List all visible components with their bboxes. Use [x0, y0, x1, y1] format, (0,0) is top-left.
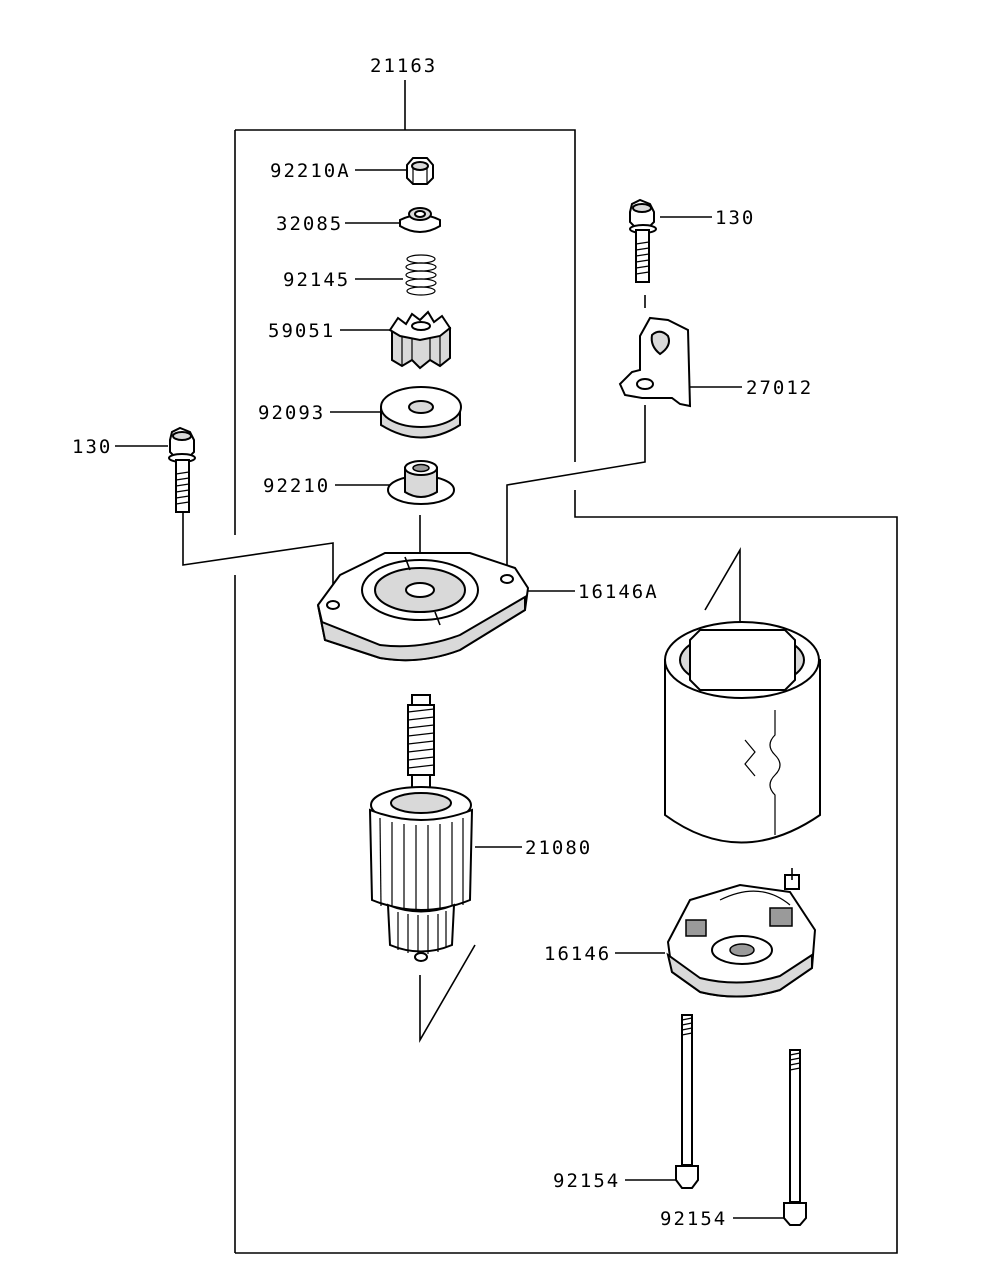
bolt-130-right — [629, 198, 657, 283]
label-bolt-right: 130 — [715, 207, 755, 229]
nut-92210 — [387, 460, 455, 505]
bracket-27012 — [618, 316, 692, 408]
label-rear-cover: 16146 — [544, 943, 611, 965]
stop-collar-32085 — [399, 207, 441, 233]
through-bolt-92154-1 — [675, 1014, 699, 1189]
label-front-cover: 16146A — [578, 581, 659, 603]
label-assembly: 21163 — [370, 55, 437, 77]
label-nut-drive: 92210 — [263, 475, 330, 497]
label-bolt-left: 130 — [72, 436, 112, 458]
front-cover-16146a — [316, 552, 530, 662]
label-through-bolt-1: 92154 — [553, 1170, 620, 1192]
part-labels: 21163 92210A 32085 92145 59051 92093 922… — [72, 55, 813, 1230]
rear-cover-16146 — [666, 868, 817, 998]
washer-92093 — [380, 386, 462, 439]
label-stop-collar: 32085 — [276, 213, 343, 235]
through-bolt-92154-2 — [783, 1049, 807, 1226]
label-armature: 21080 — [525, 837, 592, 859]
pinion-gear-59051 — [388, 310, 452, 370]
armature-21080 — [368, 694, 474, 962]
label-washer: 92093 — [258, 402, 325, 424]
bolt-130-left — [168, 426, 196, 513]
label-spring: 92145 — [283, 269, 350, 291]
label-bracket: 27012 — [746, 377, 813, 399]
nut-92210a — [406, 157, 434, 185]
spring-92145 — [405, 254, 437, 296]
assembly-frame — [234, 80, 898, 1254]
label-nut: 92210A — [270, 160, 351, 182]
label-through-bolt-2: 92154 — [660, 1208, 727, 1230]
label-pinion-gear: 59051 — [268, 320, 335, 342]
yoke-housing — [664, 621, 821, 844]
